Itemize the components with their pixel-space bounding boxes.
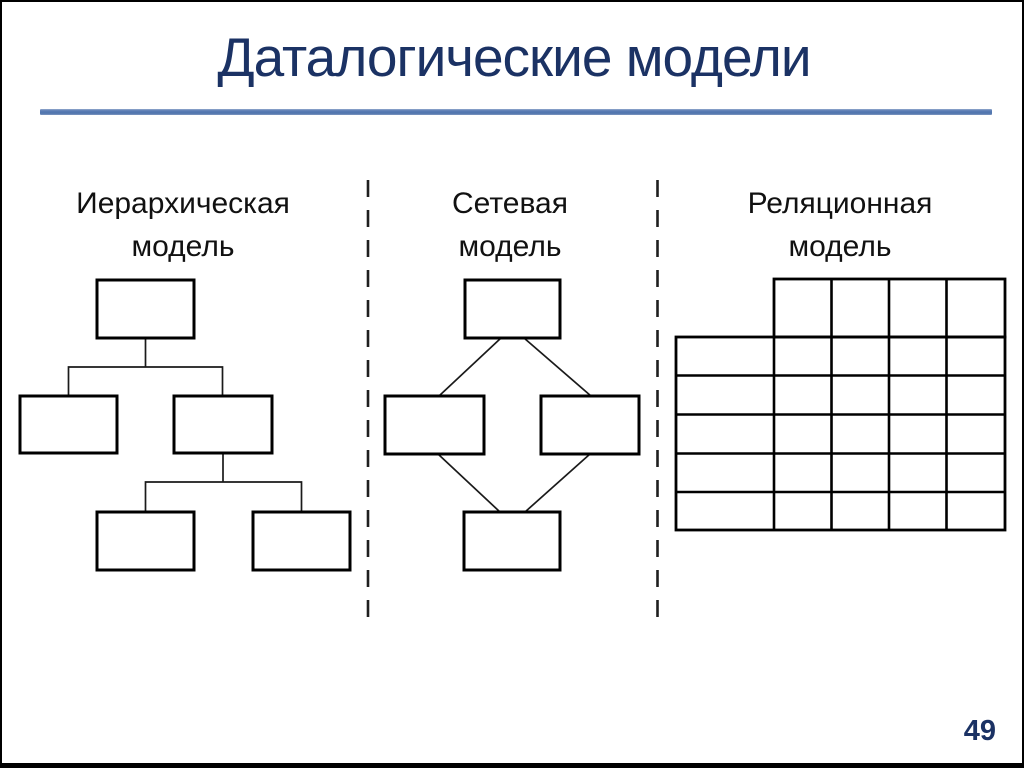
table-body bbox=[674, 335, 1007, 532]
slide-title: Даталогические модели bbox=[217, 26, 811, 88]
title-underline bbox=[40, 109, 992, 115]
panel-label-hierarchical: Иерархическая модель bbox=[63, 182, 303, 268]
entity-box-child-left bbox=[18, 394, 119, 455]
network-link-top-left bbox=[438, 337, 502, 397]
network-link-bottom-right bbox=[524, 453, 591, 513]
panel-label-line2: модель bbox=[131, 230, 235, 263]
entity-box-bottom bbox=[462, 510, 562, 572]
panel-label-line2: модель bbox=[458, 230, 562, 263]
tree-connector-level1 bbox=[67, 338, 224, 396]
page-number: 49 bbox=[963, 715, 996, 747]
panel-label-line1: Реляционная bbox=[747, 187, 933, 220]
panel-label-relational: Реляционная модель bbox=[720, 182, 960, 268]
hierarchical-model-diagram bbox=[18, 278, 352, 572]
network-link-top-right bbox=[523, 337, 592, 397]
network-link-bottom-left bbox=[437, 453, 501, 513]
panel-label-line1: Иерархическая bbox=[76, 187, 290, 220]
entity-box-root bbox=[95, 278, 196, 340]
tree-connector-level2 bbox=[144, 453, 303, 512]
panel-label-line2: модель bbox=[788, 230, 892, 263]
entity-box-child-right bbox=[172, 394, 274, 455]
bottom-border bbox=[2, 763, 1022, 768]
entity-box-grandchild-right bbox=[251, 510, 352, 572]
table-row-lines bbox=[676, 374, 1005, 494]
entity-box-grandchild-left bbox=[95, 510, 196, 572]
table-header-column-lines bbox=[830, 279, 948, 337]
relational-model-table bbox=[674, 277, 1007, 532]
entity-box-mid-left bbox=[383, 394, 486, 456]
panel-label-line1: Сетевая bbox=[452, 187, 568, 220]
entity-box-mid-right bbox=[539, 394, 641, 456]
table-column-lines bbox=[772, 337, 948, 530]
network-model-diagram bbox=[383, 278, 641, 572]
panel-label-network: Сетевая модель bbox=[390, 182, 630, 268]
entity-box-top bbox=[463, 278, 562, 340]
